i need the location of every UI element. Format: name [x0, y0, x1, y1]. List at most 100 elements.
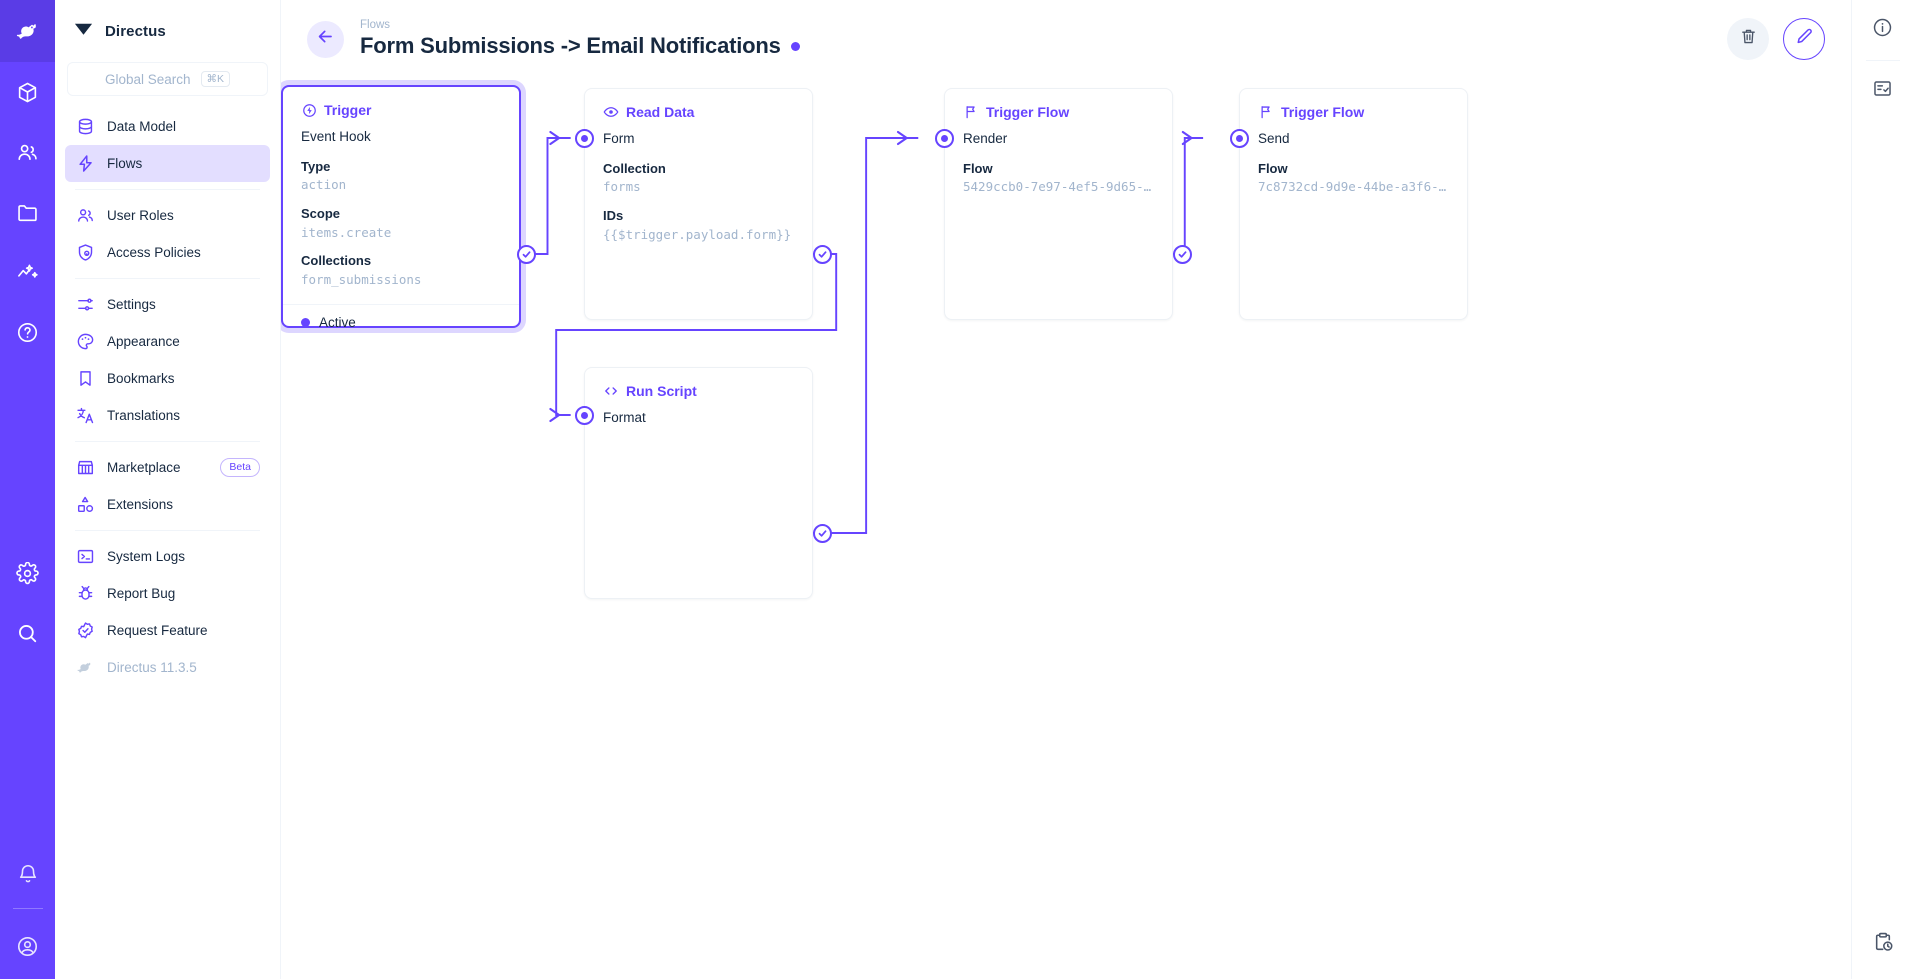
sidebar-item-request-feature[interactable]: Request Feature	[65, 612, 270, 649]
node-subtitle: Form	[603, 131, 635, 146]
sidebar-item-access-policies[interactable]: Access Policies	[65, 234, 270, 271]
sidebar-item-marketplace[interactable]: Marketplace Beta	[65, 449, 270, 486]
back-button[interactable]	[307, 20, 344, 58]
user-circle-icon[interactable]	[0, 913, 55, 979]
node-subtitle: Send	[1258, 131, 1290, 146]
node-type-label: Read Data	[626, 104, 695, 120]
node-status-label: Active	[319, 314, 356, 330]
sidebar-item-translations[interactable]: Translations	[65, 397, 270, 434]
rail-item-file-library[interactable]	[0, 182, 55, 242]
info-panel-button[interactable]	[1852, 0, 1913, 60]
edit-flow-button[interactable]	[1783, 18, 1825, 60]
directus-logo-icon	[73, 18, 94, 44]
rail-item-documentation[interactable]	[0, 302, 55, 362]
trigger-flow-send-input-handle[interactable]	[1230, 129, 1249, 148]
activity-log-button[interactable]	[1852, 909, 1913, 979]
run-script-input-handle[interactable]	[575, 406, 594, 425]
flow-node-trigger[interactable]: Trigger Event Hook Type action Scope ite…	[281, 85, 521, 330]
operations-panel-button[interactable]	[1852, 61, 1913, 121]
sidebar-item-report-bug[interactable]: Report Bug	[65, 575, 270, 612]
flag-icon	[963, 104, 979, 120]
read-data-input-handle[interactable]	[575, 129, 594, 148]
directus-rabbit-icon	[75, 658, 95, 678]
palette-icon	[75, 332, 95, 352]
sidebar-item-bookmarks[interactable]: Bookmarks	[65, 360, 270, 397]
rail-item-search[interactable]	[0, 603, 55, 663]
search-placeholder: Global Search	[104, 71, 191, 87]
title-block: Flows Form Submissions -> Email Notifica…	[360, 19, 800, 60]
field-key: Flow	[1258, 160, 1288, 176]
breadcrumb[interactable]: Flows	[360, 18, 391, 31]
run-script-resolve-handle[interactable]	[813, 524, 832, 543]
flow-node-trigger-flow-render[interactable]: Trigger Flow Render Flow 5429ccb0-7e97-4…	[944, 88, 1173, 320]
flow-node-trigger-flow-send[interactable]: Trigger Flow Send Flow 7c8732cd-9d9e-44b…	[1239, 88, 1468, 320]
sidebar-item-label: Translations	[107, 408, 181, 423]
field-key: Scope	[301, 206, 341, 222]
node-subtitle: Render	[963, 131, 1008, 146]
sidebar-nav-list: Data Model Flows User Roles Acc	[55, 106, 280, 686]
field-value: items.create	[301, 224, 392, 240]
field-value: action	[301, 177, 347, 193]
trigger-flow-render-resolve-handle[interactable]	[1173, 245, 1192, 264]
status-badge: Beta	[220, 458, 260, 477]
rail-item-user-directory[interactable]	[0, 122, 55, 182]
clipboard-clock-icon	[1872, 931, 1894, 958]
extensions-icon	[75, 495, 95, 515]
read-data-resolve-handle[interactable]	[813, 245, 832, 264]
sidebar-item-system-logs[interactable]: System Logs	[65, 538, 270, 575]
bell-icon[interactable]	[0, 844, 55, 904]
version-label: Directus 11.3.5	[107, 660, 197, 675]
page-header: Flows Form Submissions -> Email Notifica…	[281, 0, 1851, 78]
sidebar-item-label: Bookmarks	[107, 371, 175, 386]
directus-rabbit-logo-icon[interactable]	[0, 0, 55, 62]
search-input[interactable]: Global Search ⌘K	[67, 62, 268, 96]
sidebar-item-appearance[interactable]: Appearance	[65, 323, 270, 360]
field-key: IDs	[603, 208, 624, 224]
sidebar-item-flows[interactable]: Flows	[65, 145, 270, 182]
trigger-flow-render-input-handle[interactable]	[935, 129, 954, 148]
sidebar-item-label: Extensions	[107, 497, 174, 512]
rail-item-settings[interactable]	[0, 543, 55, 603]
field-key: Collections	[301, 253, 372, 269]
sidebar-item-label: Access Policies	[107, 245, 201, 260]
node-type-label: Trigger Flow	[986, 104, 1070, 120]
eye-icon	[603, 104, 619, 120]
trash-icon	[1739, 27, 1758, 51]
sidebar-divider	[75, 278, 260, 279]
info-circle-icon	[1872, 17, 1893, 43]
handle-dot	[941, 135, 948, 142]
flow-node-run-script[interactable]: Run Script Format	[584, 367, 813, 599]
rail-item-content[interactable]	[0, 62, 55, 122]
field-value: {{$trigger.payload.form}}	[603, 226, 792, 242]
sidebar-divider	[75, 189, 260, 190]
sidebar-item-label: Request Feature	[107, 623, 208, 638]
handle-dot	[581, 412, 588, 419]
lightning-bolt-icon	[75, 154, 95, 174]
node-subtitle: Event Hook	[301, 129, 371, 144]
sidebar-item-user-roles[interactable]: User Roles	[65, 197, 270, 234]
node-body: Form Collection forms IDs {{$trigger.pay…	[585, 120, 812, 258]
people-icon	[75, 206, 95, 226]
trigger-resolve-handle[interactable]	[517, 245, 536, 264]
sidebar-item-version: Directus 11.3.5	[65, 649, 270, 686]
storefront-icon	[75, 458, 95, 478]
node-subtitle: Format	[603, 410, 646, 425]
field-key: Flow	[963, 160, 993, 176]
sidebar-item-extensions[interactable]: Extensions	[65, 486, 270, 523]
rail-item-insights[interactable]	[0, 242, 55, 302]
checklist-icon	[1872, 78, 1893, 104]
bug-icon	[75, 584, 95, 604]
sidebar-item-data-model[interactable]: Data Model	[65, 108, 270, 145]
node-body: Render Flow 5429ccb0-7e97-4ef5-9d65-2b…	[945, 120, 1172, 211]
delete-flow-button[interactable]	[1727, 18, 1769, 60]
sidebar-item-label: Data Model	[107, 119, 177, 134]
node-type-label: Trigger Flow	[1281, 104, 1365, 120]
field-key: Collection	[603, 160, 666, 176]
terminal-icon	[75, 547, 95, 567]
flow-canvas[interactable]: Trigger Event Hook Type action Scope ite…	[281, 78, 1851, 979]
sidebar-item-label: Report Bug	[107, 586, 176, 601]
sidebar-item-settings[interactable]: Settings	[65, 286, 270, 323]
module-bar	[0, 0, 55, 979]
arrow-left-icon	[316, 27, 335, 51]
flow-node-read-data[interactable]: Read Data Form Collection forms IDs {{$t…	[584, 88, 813, 320]
